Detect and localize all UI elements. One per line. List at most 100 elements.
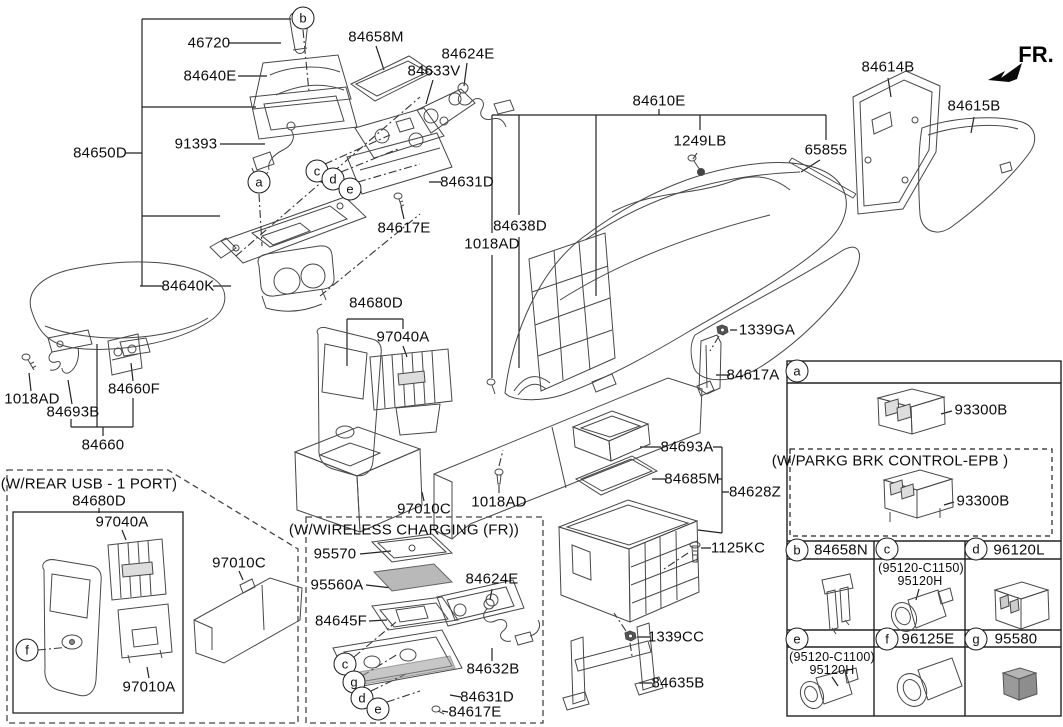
sketch-usb-vent-97040A <box>107 538 167 601</box>
part-label-84680d: 84680D <box>349 294 403 312</box>
sketch-bracket-84617A <box>696 334 722 397</box>
part-label-84624e-wireless: 84624E <box>465 570 519 588</box>
part-label-97010c-usb: 97010C <box>212 554 266 572</box>
sketch-armrest-84660 <box>29 261 226 357</box>
part-label-95560a: 95560A <box>310 576 364 594</box>
part-label-97040a: 97040A <box>376 328 430 346</box>
part-label-1018ad-left: 1018AD <box>4 390 60 408</box>
part-label-96125e: 96125E <box>901 630 955 648</box>
table-callout-c: c <box>875 537 899 561</box>
part-label-1125kc: 1125KC <box>710 539 766 557</box>
table-callout-d: d <box>964 537 988 561</box>
part-label-84645f: 84645F <box>314 612 368 630</box>
table-callout-a: a <box>785 359 809 383</box>
sketch-strip-84633V <box>416 88 476 134</box>
fr-direction-label: FR. <box>1018 42 1054 67</box>
sketch-screw-84617E-wireless <box>431 705 445 715</box>
part-label-84640k: 84640K <box>161 277 215 295</box>
rear-usb-dashed-box <box>6 469 299 724</box>
part-label-84628z: 84628Z <box>728 483 782 501</box>
callout-f: f <box>15 638 39 662</box>
sketch-wire-84624E-wireless <box>483 598 541 646</box>
sketch-wire-84624E-top <box>457 82 515 128</box>
part-label-84631d-top: 84631D <box>440 173 494 191</box>
part-label-95120h-e: 95120H <box>809 663 855 677</box>
leader-lines <box>28 18 975 713</box>
sketch-usb-duct-97010C <box>193 577 303 664</box>
part-label-84680d-usb: 84680D <box>72 492 126 510</box>
sketch-duct-97010C-center <box>433 373 703 540</box>
part-label-46720: 46720 <box>187 34 231 52</box>
part-label-1339ga: 1339GA <box>738 321 796 339</box>
variant-boxes <box>6 469 544 724</box>
part-label-84624e-top: 84624E <box>441 45 495 63</box>
center-axis-dash-lines <box>37 29 720 703</box>
sketch-bezel-plate <box>249 86 358 140</box>
part-label-97010a-usb: 97010A <box>122 678 176 696</box>
epb-box-title: (W/PARKG BRK CONTROL-EPB ) <box>771 452 1009 470</box>
part-label-96120l: 96120L <box>993 541 1045 559</box>
sketch-switch-93300B-epb <box>882 469 954 522</box>
part-label-84650d: 84650D <box>73 144 127 162</box>
part-label-84610e: 84610E <box>632 92 686 110</box>
part-label-1249lb: 1249LB <box>673 132 727 150</box>
part-label-95120-c1150: (95120-C1150) <box>878 561 964 575</box>
sketch-mat-95570 <box>370 533 454 563</box>
callout-c-wireless: c <box>333 652 357 676</box>
table-callout-e: e <box>785 627 809 651</box>
part-label-1339cc: 1339CC <box>647 628 705 646</box>
sketch-socket-95120H-c <box>890 587 954 633</box>
part-label-84631d-wireless: 84631D <box>460 688 514 706</box>
sketch-bolt-1125KC <box>689 541 701 563</box>
part-label-1018ad-center: 1018AD <box>471 493 527 511</box>
part-label-84633v: 84633V <box>407 62 461 80</box>
part-label-97040a-usb: 97040A <box>95 513 149 531</box>
sketch-tray-84640K <box>209 196 367 264</box>
sketch-side-panel-84638D-area <box>528 232 616 392</box>
sketch-usb-lower-97010A <box>117 603 173 664</box>
ref-table-grid <box>786 360 1062 717</box>
sketch-nut-1339CC <box>624 630 637 642</box>
rear-usb-box-title: (W/REAR USB - 1 PORT) <box>0 475 178 493</box>
callout-a: a <box>247 170 271 194</box>
part-label-95120-c1100: (95120-C1100) <box>789 650 875 664</box>
sketch-vent-97040A <box>369 348 453 436</box>
sketch-tray-84693A <box>571 410 651 462</box>
table-callout-g: g <box>964 627 988 651</box>
part-label-84640e: 84640E <box>183 67 237 85</box>
part-label-84693a: 84693A <box>660 438 714 456</box>
sketch-switch-93300B <box>876 388 946 435</box>
sketch-hinge-84660F <box>107 333 143 376</box>
sketch-socket-96125E <box>896 657 963 707</box>
sketch-box-96120L <box>993 581 1050 630</box>
sketch-screw-84617E <box>393 192 405 209</box>
sketch-usb-trim-panel <box>42 559 102 697</box>
sketch-switch-95580 <box>1001 667 1038 701</box>
part-label-97010c: 97010C <box>397 500 451 518</box>
sketch-pad-95560A <box>372 563 454 592</box>
fr-direction-arrow-icon <box>988 63 1022 82</box>
part-label-93300b: 93300B <box>954 401 1008 419</box>
part-label-84617a: 84617A <box>726 366 780 384</box>
sketch-handle-84638D <box>513 376 551 396</box>
sketch-bracket-84693B <box>47 329 93 374</box>
sketch-bracket-84635B <box>562 622 664 711</box>
part-label-84693b: 84693B <box>46 403 100 421</box>
sketch-frame-84645F <box>371 596 459 631</box>
part-label-84617e-top: 84617E <box>377 219 431 237</box>
part-label-84660: 84660 <box>81 436 125 454</box>
part-label-95580: 95580 <box>994 630 1038 648</box>
sketch-socket-95120H-e <box>799 667 859 710</box>
sketch-nut-1339GA <box>716 324 729 336</box>
callout-b: b <box>291 6 315 30</box>
sketch-box-84628Z <box>557 499 700 623</box>
sketch-trim-panel-center <box>316 327 382 477</box>
part-label-84617e-wireless: 84617E <box>448 703 502 721</box>
sketch-rod-65855 <box>788 157 857 199</box>
part-label-84635b: 84635B <box>651 674 705 692</box>
wireless-dashed-box <box>305 516 544 724</box>
part-label-93300b-epb: 93300B <box>956 492 1010 510</box>
sketch-screw-1018AD-left <box>21 353 37 371</box>
